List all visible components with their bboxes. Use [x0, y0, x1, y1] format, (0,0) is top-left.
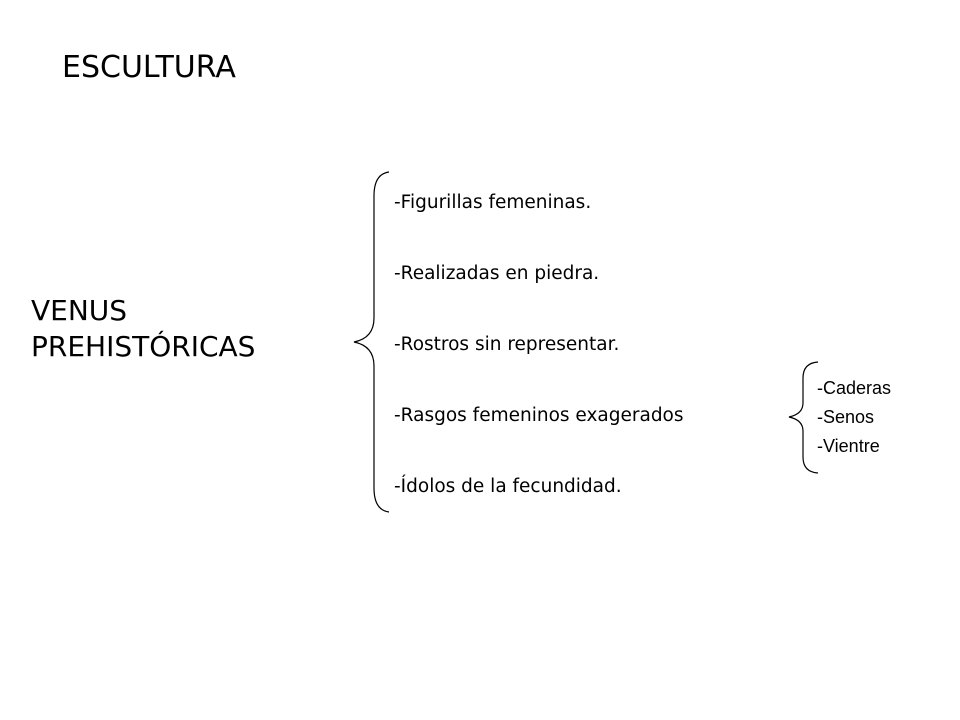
subtrait-item: -Vientre [817, 436, 880, 456]
slide-title: ESCULTURA [62, 50, 236, 85]
trait-item: -Ídolos de la fecundidad. [394, 476, 622, 497]
subtrait-item: -Caderas [817, 378, 892, 398]
subject-line-1: VENUS [31, 294, 128, 327]
subtrait-list: -Caderas -Senos -Vientre [817, 374, 891, 461]
sub-brace [788, 361, 819, 474]
main-brace [353, 171, 390, 513]
trait-item: -Realizadas en piedra. [394, 263, 600, 284]
trait-item: -Rostros sin representar. [394, 334, 620, 355]
subject-label: VENUS PREHISTÓRICAS [31, 293, 255, 365]
trait-item: -Figurillas femeninas. [394, 192, 592, 213]
trait-item: -Rasgos femeninos exagerados [394, 405, 684, 426]
subtrait-item: -Senos [817, 407, 875, 427]
trait-list: -Figurillas femeninas. -Realizadas en pi… [394, 188, 684, 543]
subject-line-2: PREHISTÓRICAS [31, 330, 256, 363]
